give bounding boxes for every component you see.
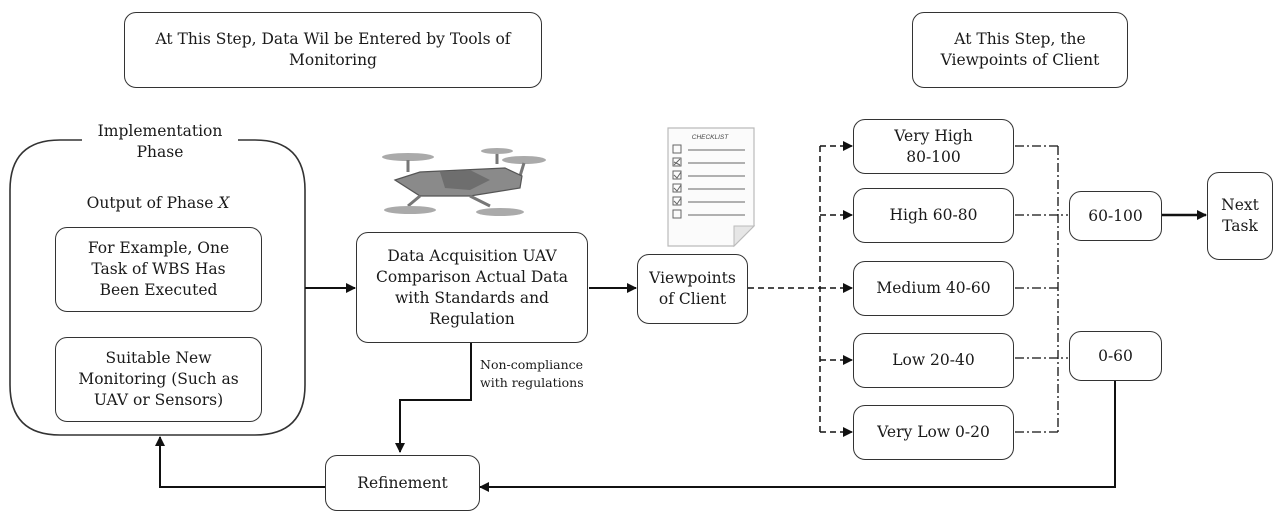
note-monitoring-text: At This Step, Data Wil be Entered by Too…: [155, 30, 511, 69]
noncompliance-label: Non-compliance with regulations: [480, 357, 584, 390]
range-high-text: 60-100: [1088, 206, 1143, 225]
rating-high-text: High 60-80: [889, 206, 978, 224]
rating-very-high: Very High 80-100: [853, 119, 1014, 174]
range-low-text: 0-60: [1098, 346, 1133, 365]
example-box: For Example, One Task of WBS Has Been Ex…: [55, 227, 262, 312]
data-acquisition-text: Data Acquisition UAV Comparison Actual D…: [376, 246, 568, 328]
viewpoints-text: Viewpoints of Client: [649, 269, 736, 308]
dashdot-collectors: [1015, 145, 1068, 433]
rating-low-text: Low 20-40: [892, 351, 975, 369]
refinement-text: Refinement: [357, 473, 448, 492]
monitoring-box: Suitable New Monitoring (Such as UAV or …: [55, 337, 262, 422]
next-task-box: Next Task: [1207, 172, 1273, 260]
rating-very-low: Very Low 0-20: [853, 405, 1014, 460]
arrow-refinement-to-implementation: [155, 436, 325, 488]
drone-icon: [382, 148, 546, 216]
output-of-phase-label: Output of Phase X: [40, 193, 276, 214]
implementation-frame: [9, 139, 306, 436]
range-high-box: 60-100: [1069, 191, 1162, 241]
output-phase-variable: X: [218, 194, 230, 212]
rating-very-low-text: Very Low 0-20: [877, 423, 990, 441]
range-low-box: 0-60: [1069, 331, 1162, 381]
rating-low: Low 20-40: [853, 333, 1014, 388]
refinement-box: Refinement: [325, 455, 480, 511]
checklist-title: CHECKLIST: [692, 134, 730, 141]
example-text: For Example, One Task of WBS Has Been Ex…: [87, 239, 230, 299]
arrow-low-to-refinement: [479, 380, 1116, 492]
rating-medium: Medium 40-60: [853, 261, 1014, 316]
arrow-noncompliance: [395, 343, 472, 453]
viewpoints-box: Viewpoints of Client: [637, 254, 748, 324]
monitoring-text: Suitable New Monitoring (Such as UAV or …: [78, 349, 239, 409]
rating-very-high-text: Very High 80-100: [894, 126, 973, 166]
note-client: At This Step, the Viewpoints of Client: [912, 12, 1128, 88]
note-monitoring: At This Step, Data Wil be Entered by Too…: [124, 12, 542, 88]
rating-medium-text: Medium 40-60: [876, 279, 991, 297]
checklist-icon: CHECKLIST: [667, 127, 756, 248]
output-label-text: Output of Phase: [86, 194, 214, 212]
implementation-title: Implementation Phase: [97, 122, 223, 161]
data-acquisition-box: Data Acquisition UAV Comparison Actual D…: [356, 232, 588, 343]
next-task-text: Next Task: [1221, 196, 1259, 235]
rating-high: High 60-80: [853, 188, 1014, 243]
note-client-text: At This Step, the Viewpoints of Client: [940, 30, 1100, 69]
